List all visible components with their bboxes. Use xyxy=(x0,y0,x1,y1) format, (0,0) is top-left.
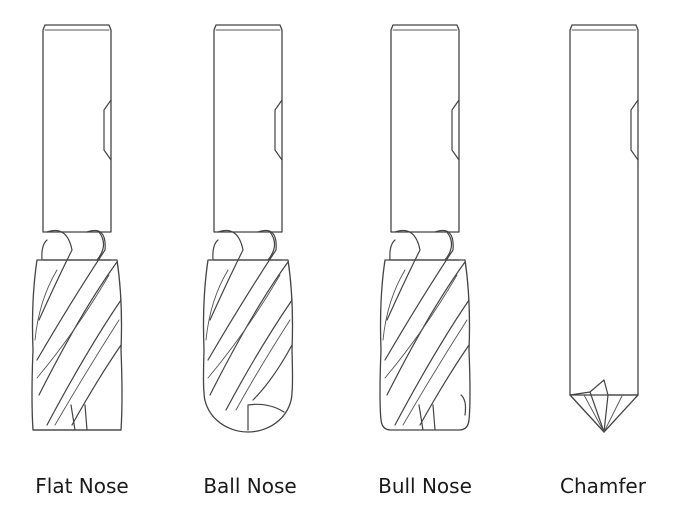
bull-nose-flute-body xyxy=(379,259,471,431)
bull-nose-label: Bull Nose xyxy=(378,474,472,498)
chamfer-tip xyxy=(569,379,639,433)
flat-nose-shank-notch xyxy=(103,99,112,161)
ball-nose-shank xyxy=(213,24,283,233)
ball-nose-tip xyxy=(247,403,285,431)
flat-nose-shank xyxy=(42,24,112,233)
flat-nose-end-mill xyxy=(31,24,123,431)
chamfer-body xyxy=(569,24,639,433)
ball-nose-shank-notch xyxy=(274,99,283,161)
chamfer-label: Chamfer xyxy=(560,474,646,498)
ball-nose-label: Ball Nose xyxy=(203,474,297,498)
bull-nose-shank xyxy=(390,24,460,233)
ball-nose-flute-body xyxy=(202,259,294,433)
chamfer-shank-notch xyxy=(630,99,639,161)
ball-nose-end-mill xyxy=(202,24,294,433)
bull-nose-shank-notch xyxy=(451,99,460,161)
chamfer-end-mill xyxy=(569,24,639,433)
flat-nose-label: Flat Nose xyxy=(35,474,129,498)
bull-nose-tip xyxy=(418,394,467,431)
bull-nose-end-mill xyxy=(379,24,471,431)
